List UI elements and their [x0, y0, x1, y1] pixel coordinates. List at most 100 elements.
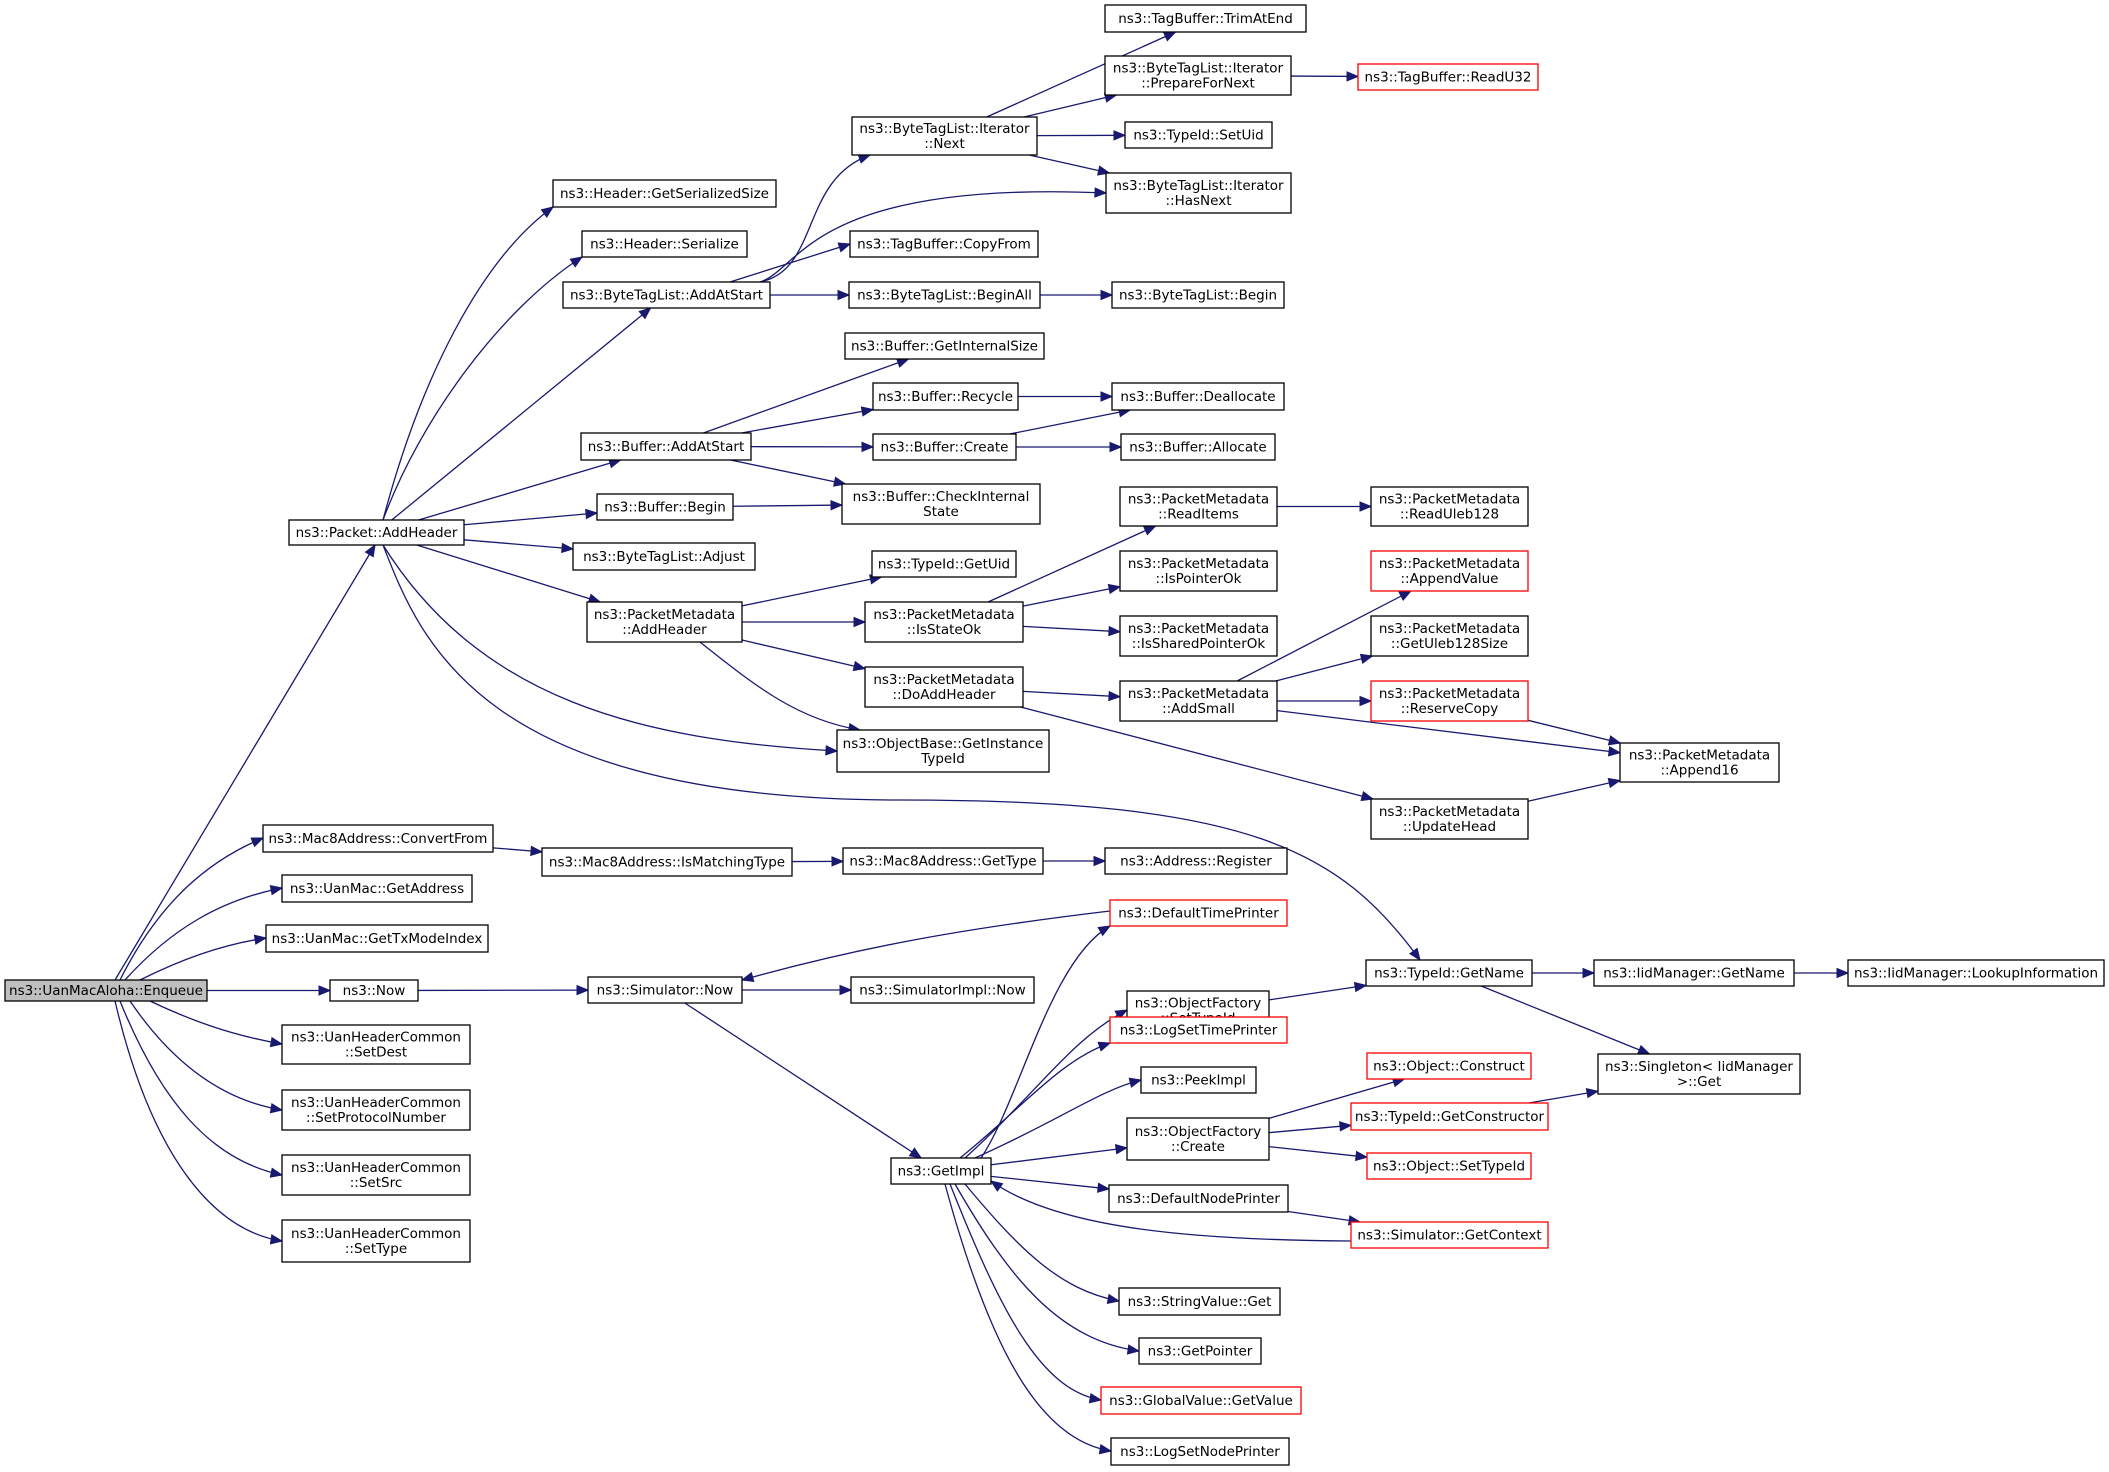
node-getImpl[interactable]: ns3::GetImpl [890, 1157, 992, 1185]
node-box [281, 1154, 471, 1196]
node-pmUpdateHead[interactable]: ns3::PacketMetadata::UpdateHead [1370, 798, 1529, 840]
node-hdrSerialize[interactable]: ns3::Header::Serialize [581, 230, 748, 258]
node-pmAppendValue[interactable]: ns3::PacketMetadata::AppendValue [1370, 550, 1529, 592]
node-ofCreate[interactable]: ns3::ObjectFactory::Create [1126, 1117, 1270, 1161]
node-label: ns3::Simulator::Now [597, 983, 734, 999]
edge-addHeader-to-pmAddHeader [416, 544, 601, 603]
edge-enqueue-to-setSrc-arrowhead [269, 1167, 284, 1178]
node-tidGetName[interactable]: ns3::TypeId::GetName [1365, 959, 1533, 987]
node-pmReadItems[interactable]: ns3::PacketMetadata::ReadItems [1119, 486, 1278, 527]
edge-pmAddSmall-to-pmReserveCopy-arrowhead [1359, 695, 1373, 707]
node-box [1109, 899, 1288, 927]
node-convertFrom[interactable]: ns3::Mac8Address::ConvertFrom [262, 824, 494, 853]
node-enqueue[interactable]: ns3::UanMacAloha::Enqueue [4, 979, 208, 1002]
node-setDest[interactable]: ns3::UanHeaderCommon::SetDest [281, 1024, 471, 1065]
edge-pmDoAdd-to-pmUpdateHead-arrowhead [1360, 791, 1375, 802]
node-btlAdjust[interactable]: ns3::ByteTagList::Adjust [572, 542, 756, 571]
node-m8GetType[interactable]: ns3::Mac8Address::GetType [842, 847, 1044, 875]
node-iidGetName[interactable]: ns3::IidManager::GetName [1593, 959, 1795, 987]
node-pmAddSmall[interactable]: ns3::PacketMetadata::AddSmall [1119, 680, 1278, 722]
node-bufRecycle[interactable]: ns3::Buffer::Recycle [872, 382, 1019, 411]
node-tidSetUid[interactable]: ns3::TypeId::SetUid [1124, 121, 1273, 149]
node-getTxMode[interactable]: ns3::UanMac::GetTxModeIndex [265, 924, 489, 953]
node-objSetTid[interactable]: ns3::Object::SetTypeId [1366, 1152, 1532, 1180]
node-iidLookup[interactable]: ns3::IidManager::LookupInformation [1847, 959, 2105, 987]
node-isMatching[interactable]: ns3::Mac8Address::IsMatchingType [541, 847, 793, 877]
node-label: ::SetDest [345, 1045, 407, 1061]
edge-bufBegin-to-bufCheck [732, 504, 843, 507]
node-pmAppend16[interactable]: ns3::PacketMetadata::Append16 [1619, 742, 1780, 783]
node-simNow[interactable]: ns3::Simulator::Now [587, 976, 743, 1004]
node-tidGetCtor[interactable]: ns3::TypeId::GetConstructor [1350, 1102, 1549, 1131]
node-setType[interactable]: ns3::UanHeaderCommon::SetType [281, 1219, 471, 1263]
node-defNodePrinter[interactable]: ns3::DefaultNodePrinter [1108, 1184, 1289, 1213]
node-pmAddHeader[interactable]: ns3::PacketMetadata::AddHeader [586, 601, 743, 643]
node-pmIsStateOk[interactable]: ns3::PacketMetadata::IsStateOk [864, 601, 1024, 643]
node-label: ns3::PacketMetadata [1128, 492, 1269, 508]
node-simImplNow[interactable]: ns3::SimulatorImpl::Now [850, 976, 1035, 1004]
node-label: ::SetSrc [350, 1175, 403, 1191]
edge-getImpl-to-defNodePrinter-arrowhead [1097, 1182, 1111, 1193]
edge-tidGetName-to-singletonGet-arrowhead [1636, 1044, 1651, 1055]
node-svGet[interactable]: ns3::StringValue::Get [1118, 1287, 1281, 1316]
node-label: ns3::Object::SetTypeId [1373, 1159, 1525, 1175]
node-now[interactable]: ns3::Now [329, 979, 419, 1002]
edge-getImpl-to-logSetTime-arrowhead [1097, 1041, 1112, 1052]
node-box [1140, 1066, 1257, 1094]
node-setSrc[interactable]: ns3::UanHeaderCommon::SetSrc [281, 1154, 471, 1196]
node-pmIsSharedOk[interactable]: ns3::PacketMetadata::IsSharedPointerOk [1119, 615, 1278, 657]
node-btlAddAtStart[interactable]: ns3::ByteTagList::AddAtStart [562, 281, 771, 309]
node-getPointer[interactable]: ns3::GetPointer [1138, 1337, 1262, 1365]
node-itPrepare[interactable]: ns3::ByteTagList::Iterator::PrepareForNe… [1104, 55, 1292, 96]
node-pmDoAdd[interactable]: ns3::PacketMetadata::DoAddHeader [864, 666, 1024, 708]
edge-pmDoAdd-to-pmAddSmall [1022, 690, 1121, 698]
edge-bufAddAtStart-to-bufGetInternal-arrowhead [895, 357, 910, 368]
node-bufBegin[interactable]: ns3::Buffer::Begin [596, 493, 734, 521]
node-itHasNext[interactable]: ns3::ByteTagList::Iterator::HasNext [1105, 172, 1292, 214]
node-simGetContext[interactable]: ns3::Simulator::GetContext [1350, 1221, 1549, 1249]
node-pmGetUlebSize[interactable]: ns3::PacketMetadata::GetUleb128Size [1370, 615, 1529, 657]
edge-addHeader-to-hdrGetSize-arrowhead [540, 206, 555, 219]
node-label: ns3::UanHeaderCommon [291, 1030, 461, 1046]
node-tbTrim[interactable]: ns3::TagBuffer::TrimAtEnd [1104, 4, 1307, 33]
node-gvGetValue[interactable]: ns3::GlobalValue::GetValue [1100, 1386, 1302, 1415]
node-box [1110, 1437, 1290, 1466]
node-bufCreate[interactable]: ns3::Buffer::Create [872, 433, 1017, 461]
node-getAddress[interactable]: ns3::UanMac::GetAddress [281, 874, 473, 903]
node-btlBeginAll[interactable]: ns3::ByteTagList::BeginAll [848, 281, 1041, 309]
node-label: State [923, 504, 959, 520]
node-pmReserveCopy[interactable]: ns3::PacketMetadata::ReserveCopy [1370, 680, 1529, 722]
node-tidGetUid[interactable]: ns3::TypeId::GetUid [871, 550, 1017, 578]
node-label: ::HasNext [1165, 193, 1231, 209]
node-box [1366, 1052, 1532, 1080]
node-tbReadU32[interactable]: ns3::TagBuffer::ReadU32 [1357, 63, 1539, 91]
node-label: ns3::PacketMetadata [1379, 556, 1520, 572]
node-addHeader[interactable]: ns3::Packet::AddHeader [288, 519, 465, 546]
node-itNext[interactable]: ns3::ByteTagList::Iterator::Next [851, 116, 1038, 156]
node-pmReadUleb[interactable]: ns3::PacketMetadata::ReadUleb128 [1370, 486, 1529, 527]
edge-addHeader-to-obGetTid [382, 544, 838, 752]
node-btlBegin[interactable]: ns3::ByteTagList::Begin [1111, 281, 1285, 309]
node-setProto[interactable]: ns3::UanHeaderCommon::SetProtocolNumber [281, 1089, 471, 1131]
node-addrRegister[interactable]: ns3::Address::Register [1104, 847, 1288, 875]
node-objConstruct[interactable]: ns3::Object::Construct [1366, 1052, 1532, 1080]
node-bufDealloc[interactable]: ns3::Buffer::Deallocate [1111, 382, 1285, 411]
node-bufGetInternal[interactable]: ns3::Buffer::GetInternalSize [844, 332, 1045, 360]
node-label: ns3::IidManager::GetName [1603, 966, 1785, 982]
node-pmIsPtrOk[interactable]: ns3::PacketMetadata::IsPointerOk [1119, 550, 1278, 592]
node-bufAlloc[interactable]: ns3::Buffer::Allocate [1120, 433, 1276, 461]
node-logSetTime[interactable]: ns3::LogSetTimePrinter [1109, 1016, 1288, 1044]
node-hdrGetSize[interactable]: ns3::Header::GetSerializedSize [552, 179, 777, 208]
node-tbCopyFrom[interactable]: ns3::TagBuffer::CopyFrom [849, 230, 1039, 258]
node-logSetNode[interactable]: ns3::LogSetNodePrinter [1110, 1437, 1290, 1466]
node-peekImpl[interactable]: ns3::PeekImpl [1140, 1066, 1257, 1094]
node-box [288, 519, 465, 546]
node-singletonGet[interactable]: ns3::Singleton< IidManager>::Get [1597, 1053, 1801, 1095]
node-label: ::ReserveCopy [1401, 701, 1499, 717]
node-label: >::Get [1677, 1074, 1721, 1090]
node-bufAddAtStart[interactable]: ns3::Buffer::AddAtStart [580, 432, 752, 461]
edge-pmIsStateOk-to-pmReadItems [987, 525, 1156, 603]
node-defTimePrinter[interactable]: ns3::DefaultTimePrinter [1109, 899, 1288, 927]
